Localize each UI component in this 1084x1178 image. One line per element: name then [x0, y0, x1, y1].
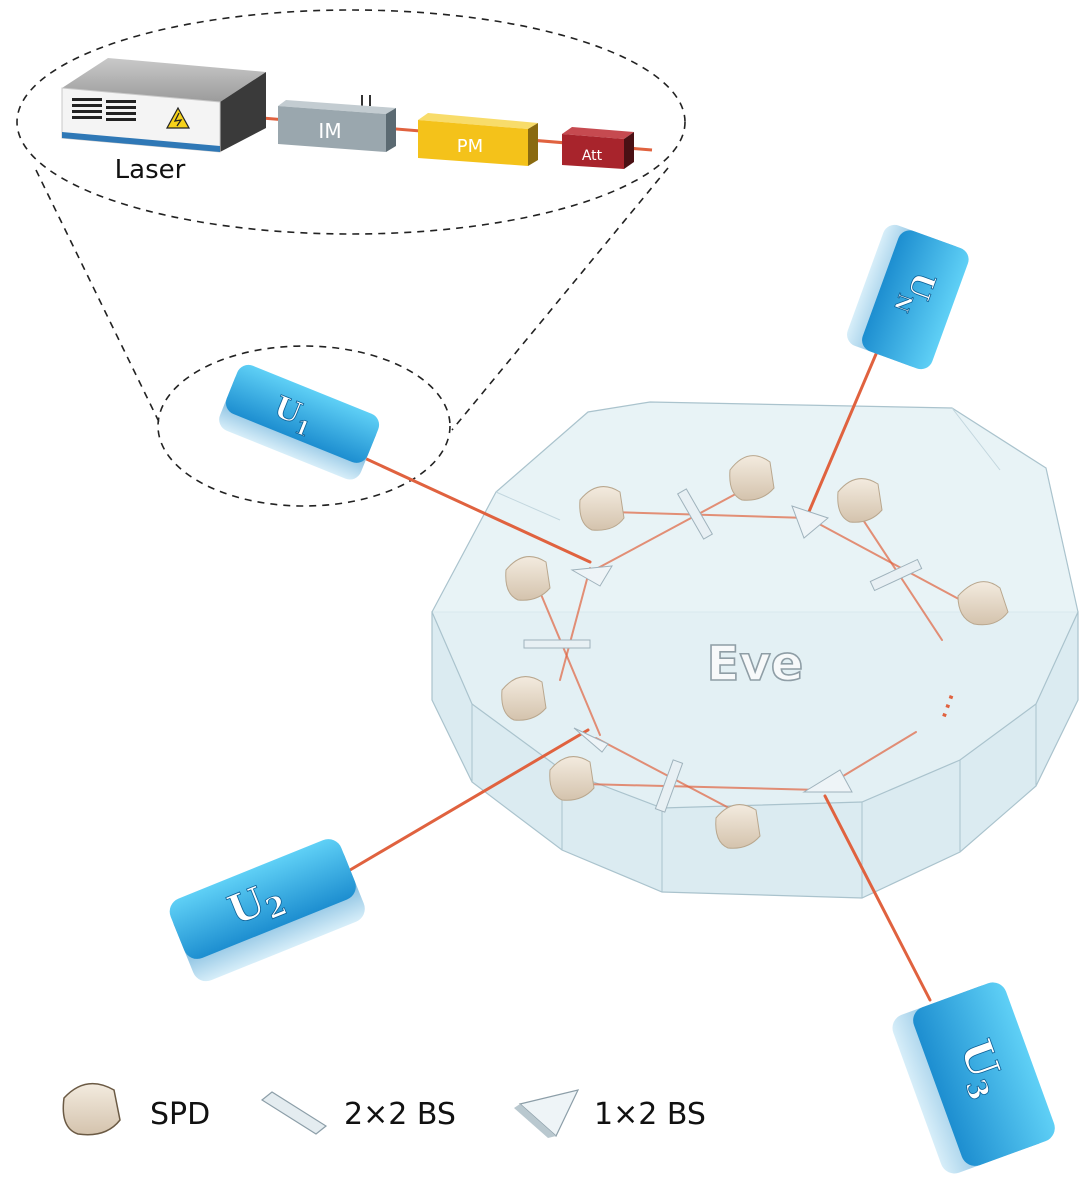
magnifier-right-line — [451, 167, 669, 431]
im-label: IM — [318, 119, 341, 143]
high-voltage-warning-icon — [165, 106, 191, 129]
spd — [579, 486, 625, 531]
user-u1: U1 — [219, 364, 380, 480]
attenuator: Att — [562, 127, 634, 169]
legend-spd-label: SPD — [150, 1097, 210, 1132]
legend: SPD 2×2 BS 1×2 BS — [62, 1082, 706, 1138]
spd-group — [501, 455, 1009, 849]
magnifier-callout — [16, 9, 686, 507]
legend-bs2x2: 2×2 BS — [260, 1091, 456, 1135]
bs-1x2 — [791, 505, 830, 539]
spd — [729, 455, 775, 501]
att-label: Att — [582, 148, 603, 164]
user-un: UN — [847, 224, 969, 370]
bs2x2-group — [523, 488, 923, 813]
fiber-u2 — [348, 728, 590, 872]
u1-focus-ellipse — [157, 345, 451, 507]
phase-modulator: PM — [418, 113, 538, 166]
spd — [715, 804, 761, 849]
legend-bs1x2-label: 1×2 BS — [594, 1097, 706, 1132]
fiber-u1 — [358, 454, 592, 564]
fiber-links — [348, 338, 969, 1002]
user-u3: U3 — [892, 982, 1055, 1174]
bs-2x2 — [869, 558, 923, 592]
bs1x2-group — [570, 505, 853, 793]
fiber-un — [806, 338, 884, 516]
spd — [501, 676, 547, 721]
bs-2x2 — [676, 488, 714, 540]
intensity-modulator: IM — [278, 95, 396, 152]
bs-1x2 — [802, 769, 853, 793]
spd — [957, 581, 1009, 626]
source-detail-ellipse — [16, 9, 686, 235]
legend-bs2x2-label: 2×2 BS — [344, 1097, 456, 1132]
legend-bs1x2: 1×2 BS — [514, 1089, 706, 1138]
spd — [837, 478, 883, 523]
eve-label: Eve — [707, 636, 804, 692]
user-u2: U2 — [169, 839, 365, 982]
laser-device — [61, 58, 266, 153]
fiber-u3 — [823, 794, 932, 1002]
bs-2x2 — [654, 759, 684, 813]
magnifier-left-line — [35, 169, 161, 425]
spd — [549, 756, 595, 801]
source-chain: Laser IM PM Att — [61, 58, 653, 185]
spd — [505, 556, 551, 601]
bs-1x2 — [573, 727, 609, 753]
laser-label: Laser — [115, 155, 186, 185]
legend-spd: SPD — [62, 1082, 210, 1136]
bs-2x2 — [523, 639, 591, 649]
bs-1x2 — [570, 565, 613, 587]
pm-label: PM — [457, 136, 483, 157]
